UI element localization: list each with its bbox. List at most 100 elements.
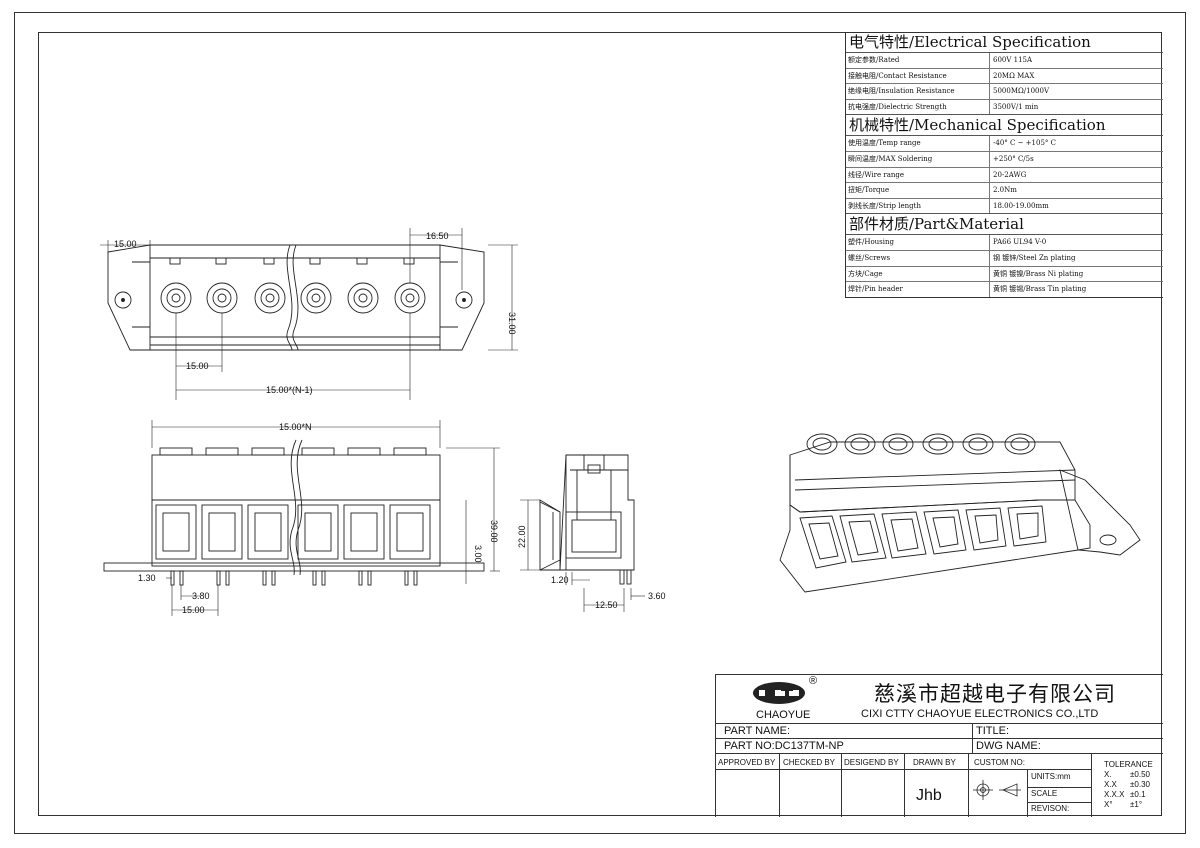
tolerance-key: X.X.X (1104, 790, 1125, 799)
approved-by-label: APPROVED BY (718, 758, 776, 767)
custom-no-label: CUSTOM NO: (974, 758, 1025, 767)
projection-symbol-icon (973, 780, 1021, 800)
side-view-dimensions (520, 499, 645, 612)
electrical-header: 电气特性/Electrical Specification (846, 32, 1163, 53)
spec-value: +250° C/5s (993, 154, 1034, 163)
spec-value: 20MΩ MAX (993, 71, 1035, 80)
tolerance-value: ±1° (1130, 800, 1143, 809)
spec-row: 使用温度/Temp range-40° C ~ +105° C (846, 136, 1163, 152)
dim-side-c: 3.60 (648, 591, 666, 601)
company-name-cn: 慈溪市超越电子有限公司 (874, 682, 1116, 706)
dim-pin-pitch-a: 3.80 (192, 591, 210, 601)
top-view-slots (169, 257, 415, 265)
company-name-en: CIXI CTTY CHAOYUE ELECTRONICS CO.,LTD (861, 708, 1099, 720)
dim-side-height: 22.00 (517, 525, 527, 548)
dim-height-top: 31.00 (507, 312, 517, 335)
title-block: ® CHAOYUE 慈溪市超越电子有限公司 CIXI CTTY CHAOYUE … (715, 674, 1163, 817)
material-header: 部件材质/Part&Material (846, 214, 1163, 236)
drawing-frame-outer (14, 12, 1186, 834)
front-view-top-bumps (159, 447, 427, 456)
dimension-labels: 15.00 16.50 15.00 15.00*(N-1) 31.00 15.0… (114, 231, 666, 615)
spec-label: 塑件/Housing (846, 235, 990, 250)
checked-by-label: CHECKED BY (783, 758, 836, 767)
front-view (103, 439, 485, 586)
dim-pin-offset: 1.30 (138, 573, 156, 583)
dim-side-b: 12.50 (595, 600, 618, 610)
spec-value: PA66 UL94 V-0 (993, 238, 1047, 247)
part-no: PART NO:DC137TM-NP (724, 740, 844, 752)
spec-value: 钢 镀锌/Steel Zn plating (993, 253, 1076, 262)
dwg-name-label: DWG NAME: (976, 740, 1041, 752)
logo-text: CHAOYUE (756, 709, 811, 721)
spec-label: 接触电阻/Contact Resistance (846, 68, 990, 84)
top-view-screws (160, 282, 426, 314)
spec-value: 600V 115A (993, 56, 1033, 64)
spec-label: 线径/Wire range (846, 167, 990, 183)
spec-value: 3500V/1 min (993, 102, 1039, 111)
isometric-view (779, 433, 1141, 593)
dim-front-height: 39.00 (489, 520, 499, 543)
spec-label: 方块/Cage (846, 266, 990, 282)
front-view-openings (155, 504, 431, 560)
dim-span: 15.00*(N-1) (266, 385, 313, 395)
tolerance-value: ±0.30 (1130, 780, 1150, 789)
spec-value: 2.0Nm (993, 186, 1017, 195)
units-label: UNITS:mm (1031, 772, 1071, 781)
spec-value: -40° C ~ +105° C (993, 139, 1056, 148)
spec-value: 黄铜 镀镍/Brass Ni plating (993, 269, 1084, 278)
tolerance-key: X. (1104, 770, 1112, 779)
front-view-dimensions (151, 420, 500, 616)
top-view (107, 244, 485, 351)
part-name-label: PART NAME: (724, 725, 791, 737)
chaoyue-logo-icon (753, 682, 805, 704)
dim-front-width: 15.00*N (279, 422, 312, 432)
tolerance-key: X.X (1104, 780, 1117, 789)
dim-pitch: 15.00 (186, 361, 209, 371)
spec-value: 20-2AWG (993, 170, 1027, 179)
revision-label: REVISON: (1031, 804, 1070, 813)
spec-label: 瞬间温度/MAX Soldering (846, 151, 990, 167)
mechanical-header: 机械特性/Mechanical Specification (846, 115, 1163, 137)
drawn-by-label: DRAWN BY (913, 758, 956, 767)
drawing-frame-inner (38, 32, 1162, 816)
isometric-openings (799, 505, 1047, 569)
tolerance-value: ±0.1 (1130, 790, 1146, 799)
registered-mark: ® (809, 675, 818, 687)
dim-top-left: 15.00 (114, 239, 137, 249)
spec-label: 绝缘电阻/Insulation Resistance (846, 84, 990, 99)
spec-value: 18.00-19.00mm (993, 201, 1049, 210)
dim-top-right: 16.50 (426, 231, 449, 241)
tolerance-label: TOLERANCE (1104, 760, 1153, 769)
front-view-pins (170, 570, 418, 586)
dim-pin-gap: 3.00 (473, 545, 483, 563)
specification-table: 电气特性/Electrical Specification 额定参数/Rated… (845, 32, 1163, 298)
tolerance-key: X° (1104, 800, 1113, 809)
top-view-dimensions (100, 228, 518, 400)
drawn-by-value: Jhb (916, 787, 942, 804)
spec-label: 扭矩/Torque (846, 183, 990, 198)
spec-label: 螺丝/Screws (846, 250, 990, 266)
spec-label: 使用温度/Temp range (846, 136, 990, 151)
spec-row: 瞬间温度/MAX Soldering+250° C/5s (846, 151, 1163, 168)
spec-label: 抗电强度/Dielectric Strength (846, 99, 990, 115)
spec-label: 焊针/Pin header (846, 282, 990, 297)
tolerance-value: ±0.50 (1130, 770, 1150, 779)
spec-value: 黄铜 镀锡/Brass Tin plating (993, 285, 1087, 294)
spec-value: 5000MΩ/1000V (993, 87, 1050, 96)
isometric-screws (806, 433, 1036, 455)
side-view (539, 454, 635, 585)
title-label: TITLE: (976, 725, 1010, 737)
designed-by-label: DESIGEND BY (844, 758, 899, 767)
